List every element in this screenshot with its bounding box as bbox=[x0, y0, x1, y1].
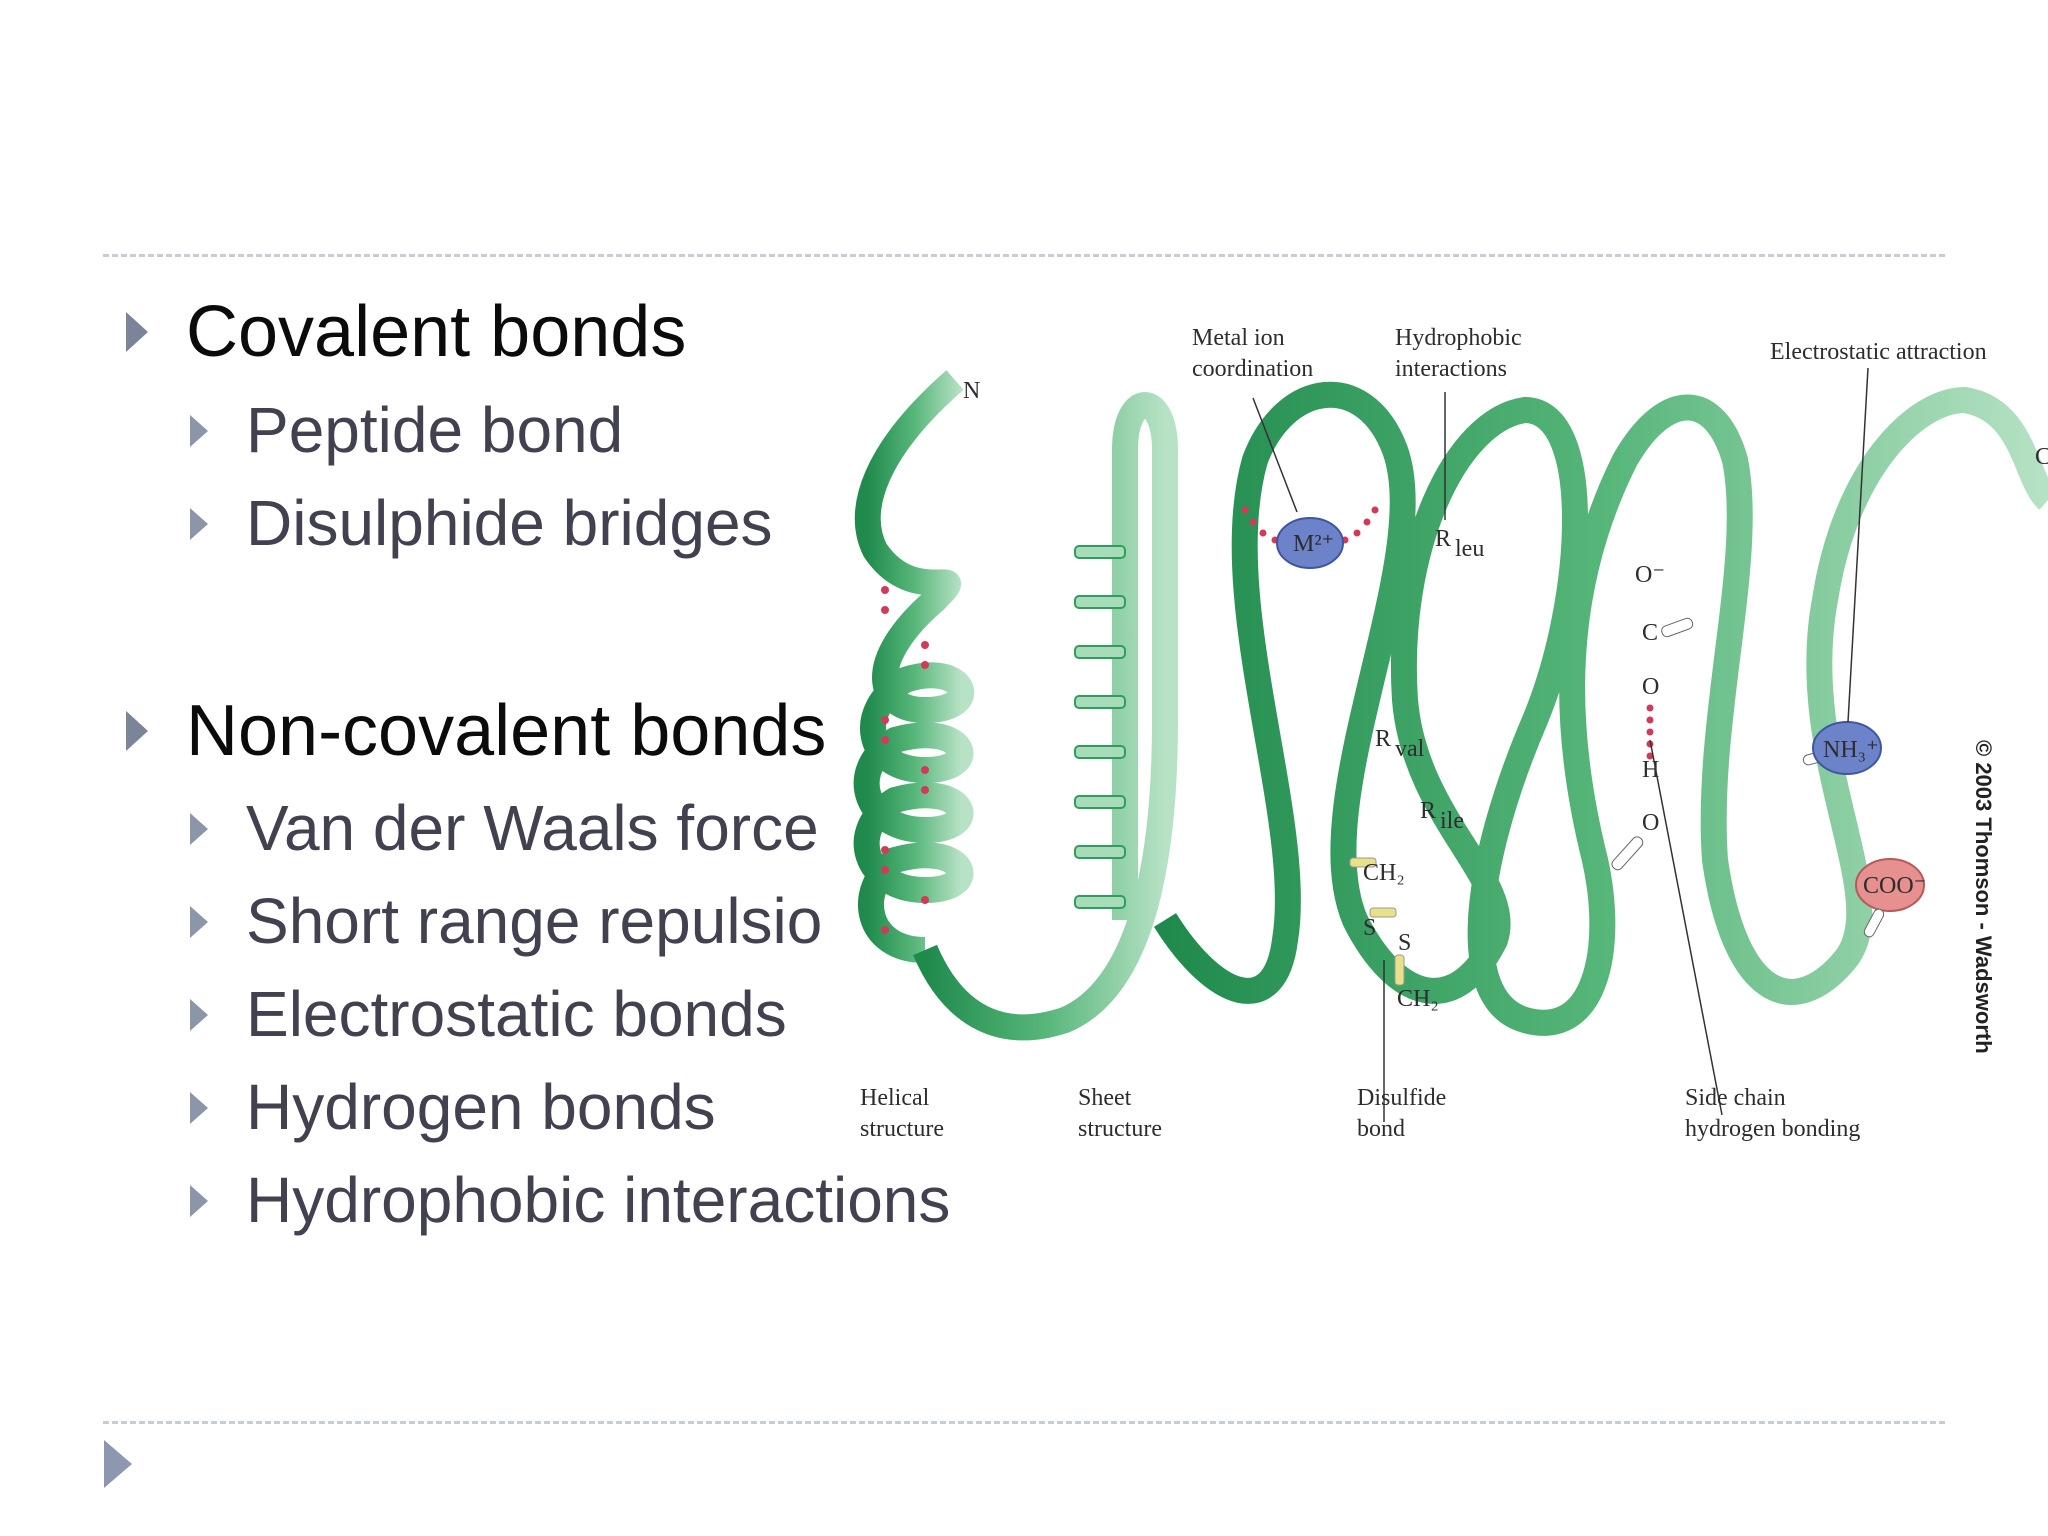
sheet-label-line2: structure bbox=[1078, 1116, 1162, 1142]
disulfide-bond: CH₂ S S CH₂ bbox=[1349, 857, 1439, 1012]
noncovalent-heading: Non-covalent bonds bbox=[186, 691, 827, 771]
helical-label-line2: structure bbox=[860, 1116, 944, 1142]
nh3-label: NH₃⁺ bbox=[1823, 737, 1879, 763]
ch2-top-label: CH₂ bbox=[1363, 860, 1405, 886]
carbon-label: C bbox=[1642, 620, 1658, 646]
helical-label: Helical bbox=[860, 1085, 930, 1111]
o-minus-label: O⁻ bbox=[1635, 562, 1665, 588]
r-val-label: R bbox=[1375, 726, 1391, 752]
ch2-bottom-label: CH₂ bbox=[1397, 986, 1439, 1012]
sheet-ribbon bbox=[913, 392, 1178, 1041]
c-terminus-label: C bbox=[2035, 444, 2048, 470]
sulfur-1-label: S bbox=[1363, 915, 1376, 941]
r-leu-label: R bbox=[1435, 526, 1451, 552]
sidechain-label-line2: hydrogen bonding bbox=[1685, 1116, 1860, 1142]
metal-ion-label: Metal ion bbox=[1192, 325, 1285, 351]
bullet-arrow-icon bbox=[190, 813, 208, 845]
hydrophobic-label: Hydrophobic bbox=[1395, 325, 1522, 351]
main-ribbon bbox=[1153, 382, 2048, 1036]
noncovalent-item: Van der Waals force bbox=[246, 792, 819, 864]
bullet-arrow-icon bbox=[190, 508, 208, 540]
noncovalent-item: Hydrophobic interactions bbox=[246, 1164, 951, 1236]
copyright-text: © 2003 Thomson - Wadsworth bbox=[1971, 740, 1996, 1054]
electrostatic-pair: NH₃⁺ COO⁻ bbox=[1802, 721, 1926, 938]
n-terminus-label: N bbox=[963, 378, 980, 404]
noncovalent-item: Hydrogen bonds bbox=[246, 1071, 716, 1143]
bottom-divider bbox=[103, 1421, 1945, 1424]
helix-ribbon bbox=[853, 370, 975, 963]
hydrophobic-label-line2: interactions bbox=[1395, 356, 1507, 382]
bullet-arrow-icon bbox=[190, 1092, 208, 1124]
covalent-item: Disulphide bridges bbox=[246, 487, 773, 559]
metal-ion-label-line2: coordination bbox=[1192, 356, 1313, 382]
sidechain-hbond: O⁻ C O H O bbox=[1611, 562, 1694, 871]
metal-ion: M²⁺ bbox=[1241, 506, 1379, 569]
val-subscript: val bbox=[1395, 736, 1425, 762]
top-divider bbox=[103, 254, 1945, 257]
electrostatic-label: Electrostatic attraction bbox=[1770, 339, 1987, 365]
bullet-arrow-icon bbox=[190, 999, 208, 1031]
protein-interactions-figure: M²⁺ R leu R val R ile CH₂ S S CH₂ bbox=[835, 300, 2048, 1440]
leu-subscript: leu bbox=[1455, 536, 1484, 562]
oxygen-label: O bbox=[1642, 674, 1659, 700]
noncovalent-item: Electrostatic bonds bbox=[246, 978, 787, 1050]
noncovalent-item: Short range repulsio bbox=[246, 885, 823, 957]
bullet-arrow-icon bbox=[190, 415, 208, 447]
disulfide-label-line2: bond bbox=[1357, 1116, 1405, 1142]
bullet-arrow-icon bbox=[126, 711, 148, 751]
sidechain-label: Side chain bbox=[1685, 1085, 1786, 1111]
oxygen-2-label: O bbox=[1642, 810, 1659, 836]
copyright-note: © 2003 Thomson - Wadsworth bbox=[1966, 740, 2026, 1140]
disulfide-label: Disulfide bbox=[1357, 1085, 1446, 1111]
sheet-label: Sheet bbox=[1078, 1085, 1132, 1111]
metal-label: M²⁺ bbox=[1293, 531, 1334, 557]
sheet-rungs bbox=[1074, 545, 1126, 909]
ile-subscript: ile bbox=[1440, 808, 1464, 834]
r-ile-label: R bbox=[1420, 798, 1436, 824]
helix-hbond-dots bbox=[881, 586, 929, 934]
bullet-arrow-icon bbox=[190, 1185, 208, 1217]
bullet-arrow-icon bbox=[190, 906, 208, 938]
hydrogen-label: H bbox=[1642, 757, 1659, 783]
coo-label: COO⁻ bbox=[1863, 873, 1926, 899]
covalent-item: Peptide bond bbox=[246, 394, 624, 466]
next-slide-icon[interactable] bbox=[104, 1440, 132, 1488]
bullet-arrow-icon bbox=[126, 312, 148, 352]
sulfur-2-label: S bbox=[1398, 930, 1411, 956]
covalent-heading: Covalent bonds bbox=[186, 292, 687, 372]
